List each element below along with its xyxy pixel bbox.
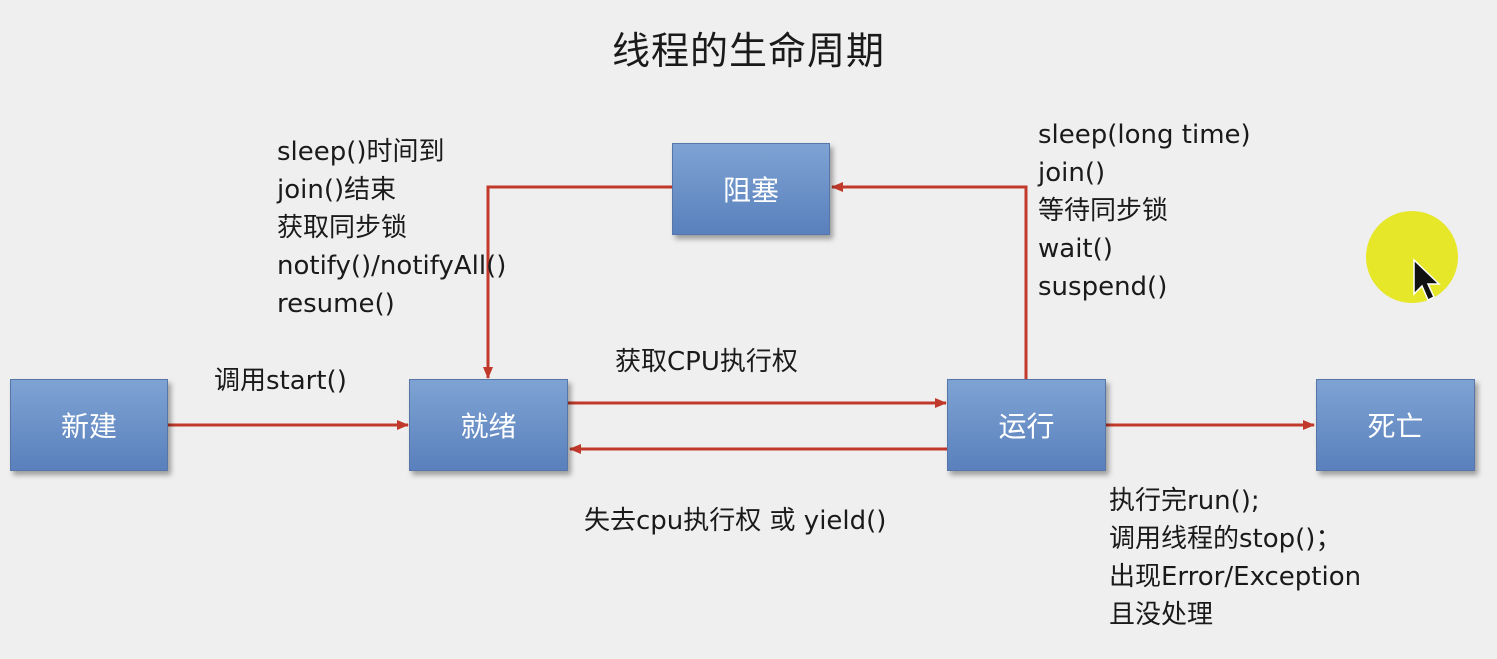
state-blocked: 阻塞 [672,143,830,235]
label-line: join()结束 [277,175,397,205]
label-line: 调用线程的stop()； [1109,524,1342,554]
label-line: sleep(long time) [1038,120,1251,150]
label-line: sleep()时间到 [277,137,445,167]
label-running-to-ready: 失去cpu执行权 或 yield() [584,506,887,536]
mouse-pointer-icon [1413,258,1441,302]
label-line: notify()/notifyAll() [277,251,507,281]
state-new: 新建 [10,379,168,471]
state-running: 运行 [947,379,1106,471]
state-dead: 死亡 [1316,379,1475,471]
arrow-running-to-blocked [831,182,1028,380]
diagram-title: 线程的生命周期 [611,29,885,73]
label-line: resume() [277,289,395,319]
label-line: wait() [1038,234,1113,264]
label-new-to-ready: 调用start() [214,366,347,396]
label-line: suspend() [1038,272,1168,302]
label-running-to-dead: 执行完run(); 调用线程的stop()； 出现Error/Exception… [1109,482,1361,634]
cursor-highlight [1366,211,1458,303]
label-ready-to-running: 获取CPU执行权 [615,347,798,377]
label-blocked-to-ready: sleep()时间到 join()结束 获取同步锁 notify()/notif… [277,133,506,323]
label-line: join() [1038,158,1106,188]
label-line: 等待同步锁 [1038,196,1169,226]
state-ready: 就绪 [409,379,568,471]
label-line: 出现Error/Exception [1109,562,1362,592]
label-line: 且没处理 [1109,600,1214,630]
label-line: 获取同步锁 [277,213,408,243]
label-line: 执行完run(); [1109,486,1260,516]
arrow-blocked-to-ready [483,185,672,379]
label-running-to-blocked: sleep(long time) join() 等待同步锁 wait() sus… [1038,116,1251,306]
